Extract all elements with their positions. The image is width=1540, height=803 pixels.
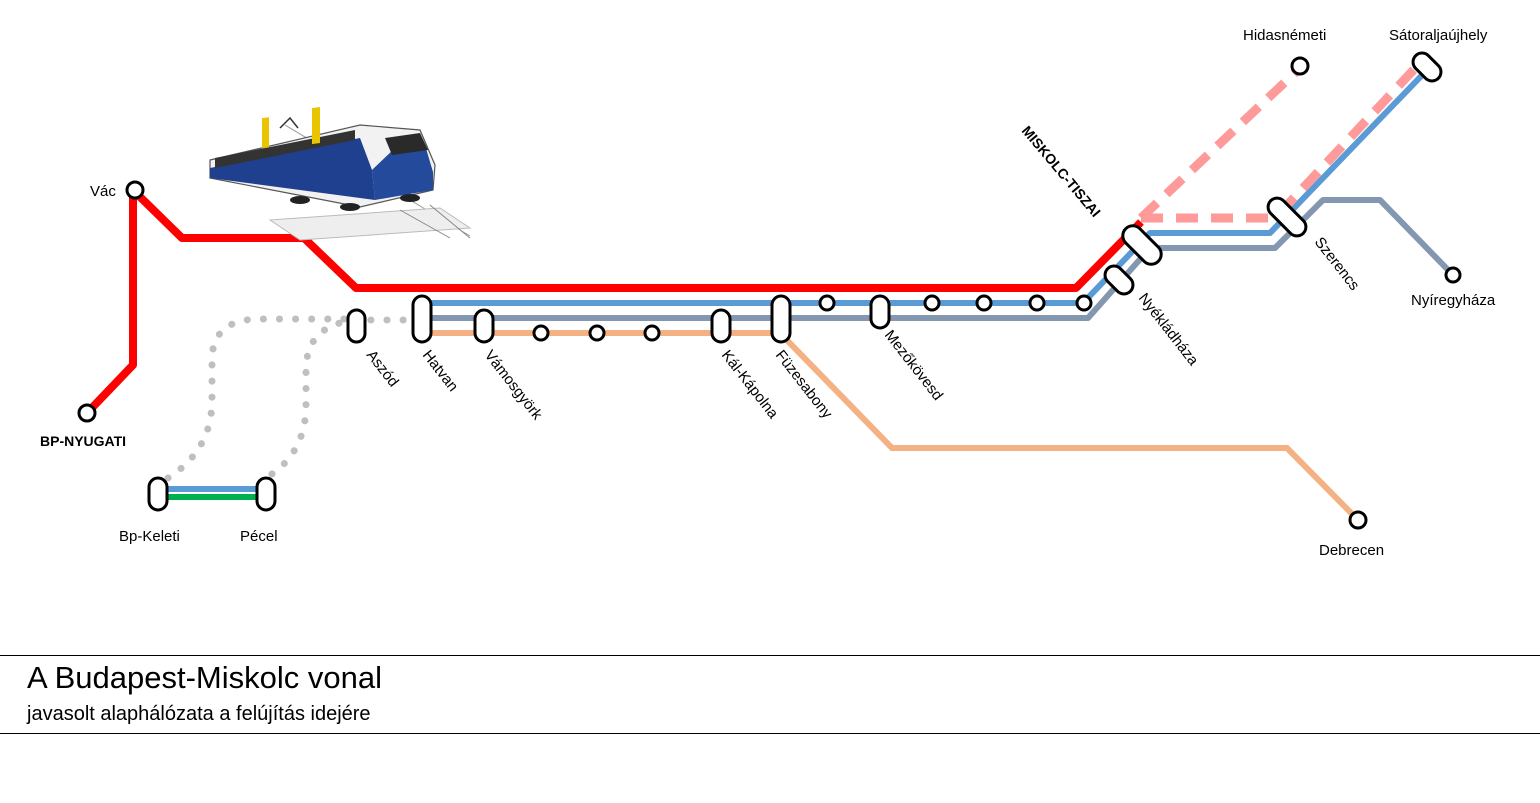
label-vamosgyork: Vámosgyörk <box>481 347 546 424</box>
station-marker-fuzesabony[interactable] <box>770 294 792 344</box>
station-marker-aszod[interactable] <box>346 308 367 344</box>
stop-marker[interactable] <box>1075 294 1093 312</box>
rail-network-map: Vác BP-NYUGATI Hidasnémeti Sátoraljaújhe… <box>40 27 1496 559</box>
station-marker-miskolc-tiszai[interactable] <box>1119 222 1166 269</box>
pink-dashed-lines <box>1137 59 1424 223</box>
label-vac: Vác <box>90 183 116 200</box>
label-pecel: Pécel <box>240 528 278 545</box>
train-illustration <box>209 107 472 241</box>
stop-marker[interactable] <box>818 294 836 312</box>
label-aszod: Aszód <box>363 347 402 390</box>
dotted-connectors <box>164 315 426 482</box>
red-line-nyugati-miskolc <box>84 186 1144 416</box>
stop-marker[interactable] <box>923 294 941 312</box>
label-nyiregyhaza: Nyíregyháza <box>1411 292 1496 309</box>
gray-line-nyiregyhaza <box>422 197 1456 321</box>
line-keleti-pecel <box>158 486 266 500</box>
label-bp-nyugati: BP-NYUGATI <box>40 433 126 449</box>
label-kal-kapolna: Kál-Kápolna <box>718 347 782 422</box>
station-marker-vac[interactable] <box>125 180 145 200</box>
station-marker-nyiregyhaza[interactable] <box>1444 266 1462 284</box>
label-hatvan: Hatvan <box>419 347 462 395</box>
station-marker-hidasnemeti[interactable] <box>1290 56 1310 76</box>
page-subtitle: javasolt alaphálózata a felújítás idejér… <box>27 703 371 725</box>
small-stations <box>77 56 1462 530</box>
station-marker-vamosgyork[interactable] <box>473 308 495 344</box>
station-marker-pecel[interactable] <box>255 476 277 512</box>
station-marker-mezokovesd[interactable] <box>869 294 891 330</box>
label-mezokovesd: Mezőkövesd <box>881 327 946 404</box>
footer-bottom-rule <box>0 733 1540 734</box>
station-marker-hatvan[interactable] <box>411 294 433 344</box>
page-title: A Budapest-Miskolc vonal <box>27 660 382 695</box>
stop-marker[interactable] <box>1028 294 1046 312</box>
stop-marker[interactable] <box>975 294 993 312</box>
label-szerencs: Szerencs <box>1311 234 1363 294</box>
label-debrecen: Debrecen <box>1319 542 1384 559</box>
stop-marker[interactable] <box>588 324 606 342</box>
label-hidasnemeti: Hidasnémeti <box>1243 27 1326 44</box>
footer-top-rule <box>0 655 1540 656</box>
label-bp-keleti: Bp-Keleti <box>119 528 180 545</box>
dotted-line-pecel-hatvan <box>268 316 426 478</box>
label-satoraljaujhely: Sátoraljaújhely <box>1389 27 1488 44</box>
label-nyekladhaza: Nyékládháza <box>1135 290 1202 369</box>
station-marker-bp-nyugati[interactable] <box>77 403 97 423</box>
label-miskolc-tiszai: MISKOLC-TISZAI <box>1019 123 1104 220</box>
major-stations <box>147 49 1444 512</box>
station-marker-bp-keleti[interactable] <box>147 476 169 512</box>
stop-marker[interactable] <box>643 324 661 342</box>
station-marker-kal-kapolna[interactable] <box>710 308 732 344</box>
station-marker-szerencs[interactable] <box>1264 194 1309 239</box>
station-marker-satoraljaujhely[interactable] <box>1409 49 1444 84</box>
blue-line-satoraljaujhely <box>422 67 1430 306</box>
stop-marker[interactable] <box>532 324 550 342</box>
pink-dash-hidasnemeti <box>1137 64 1304 222</box>
pink-dash-satoraljaujhely <box>1141 59 1424 223</box>
dotted-line-keleti-aszod <box>164 315 360 482</box>
station-marker-nyekladhaza[interactable] <box>1101 262 1136 297</box>
station-marker-debrecen[interactable] <box>1348 510 1368 530</box>
orange-line-debrecen <box>422 330 1361 523</box>
